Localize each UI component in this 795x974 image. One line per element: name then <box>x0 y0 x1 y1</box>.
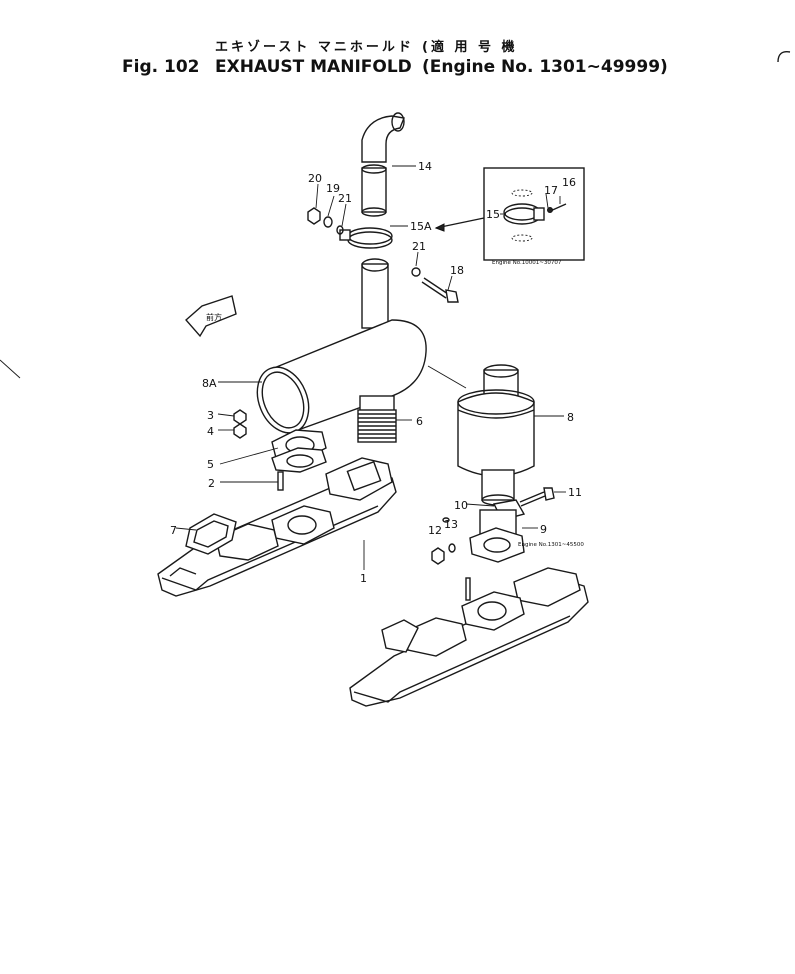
washer-13 <box>448 543 456 553</box>
callout-13: 13 <box>444 518 458 531</box>
washer-21-upper <box>336 225 344 235</box>
front-direction-tag: 前方 <box>185 295 237 338</box>
serial-japanese: (適 用 号 機 <box>422 40 518 55</box>
flange-9-bore <box>483 537 511 553</box>
flange-5 <box>271 429 327 473</box>
gasket-7 <box>185 513 237 555</box>
callout-9: 9 <box>540 523 547 536</box>
muffler-8 <box>457 364 535 506</box>
muffler-8A <box>256 258 427 434</box>
callout-7: 7 <box>170 524 177 537</box>
washer-21-lower <box>411 267 421 277</box>
callout-19: 19 <box>326 182 340 195</box>
inset-serial-note: Engine No.10001~30707 <box>492 260 562 266</box>
nut-20 <box>307 207 321 225</box>
callout-21-upper: 21 <box>338 192 352 205</box>
bellows-6 <box>357 409 397 443</box>
nut-12 <box>431 547 445 565</box>
exhaust-manifold-right <box>349 567 589 707</box>
washer-19 <box>323 216 333 228</box>
callout-5: 5 <box>207 458 214 471</box>
inset-box <box>483 167 585 261</box>
callout-2: 2 <box>208 477 215 490</box>
callout-4: 4 <box>207 425 214 438</box>
callout-18: 18 <box>450 264 464 277</box>
callout-14: 14 <box>418 160 432 173</box>
stud-right <box>465 577 471 601</box>
inset-pointer-arrow <box>434 223 445 232</box>
callout-1: 1 <box>360 572 367 585</box>
callout-15: 15 <box>486 208 500 221</box>
scan-mark-corner <box>777 51 791 63</box>
bolt-11 <box>519 487 555 507</box>
bolt-18 <box>421 277 459 303</box>
callout-21-lower: 21 <box>412 240 426 253</box>
callout-12: 12 <box>428 524 442 537</box>
callout-8: 8 <box>567 411 574 424</box>
callout-3: 3 <box>207 409 214 422</box>
figure-title: EXHAUST MANIFOLD <box>215 57 412 77</box>
callout-8A: 8A <box>202 377 217 390</box>
callout-16: 16 <box>562 176 576 189</box>
part9-serial-note: Engine No.1301~45500 <box>518 542 584 548</box>
callout-10: 10 <box>454 499 468 512</box>
callout-15A: 15A <box>410 220 432 233</box>
exhaust-manifold-1 <box>157 457 397 597</box>
callout-6: 6 <box>416 415 423 428</box>
clamp-15-inset <box>503 189 567 242</box>
figure-number: Fig. 102 <box>122 57 200 77</box>
stud-2 <box>277 471 284 491</box>
clamp-15A <box>339 227 393 249</box>
callout-11: 11 <box>568 486 582 499</box>
flange-9 <box>469 527 525 563</box>
scan-mark-left <box>0 359 21 379</box>
washer-4 <box>233 423 247 439</box>
callout-labels: 1 2 3 4 5 6 7 8 8A 9 10 11 12 13 14 15 1… <box>170 160 582 585</box>
engine-serial-range: (Engine No. 1301~49999) <box>422 57 668 77</box>
leader-lines <box>175 165 566 531</box>
callout-20: 20 <box>308 172 322 185</box>
front-direction-label: 前方 <box>206 312 222 322</box>
title-japanese: エキゾースト マニホールド <box>215 40 414 55</box>
callout-17: 17 <box>544 184 558 197</box>
washer-small <box>442 517 450 523</box>
exhaust-elbow-14 <box>361 112 405 217</box>
nut-3 <box>233 409 247 425</box>
